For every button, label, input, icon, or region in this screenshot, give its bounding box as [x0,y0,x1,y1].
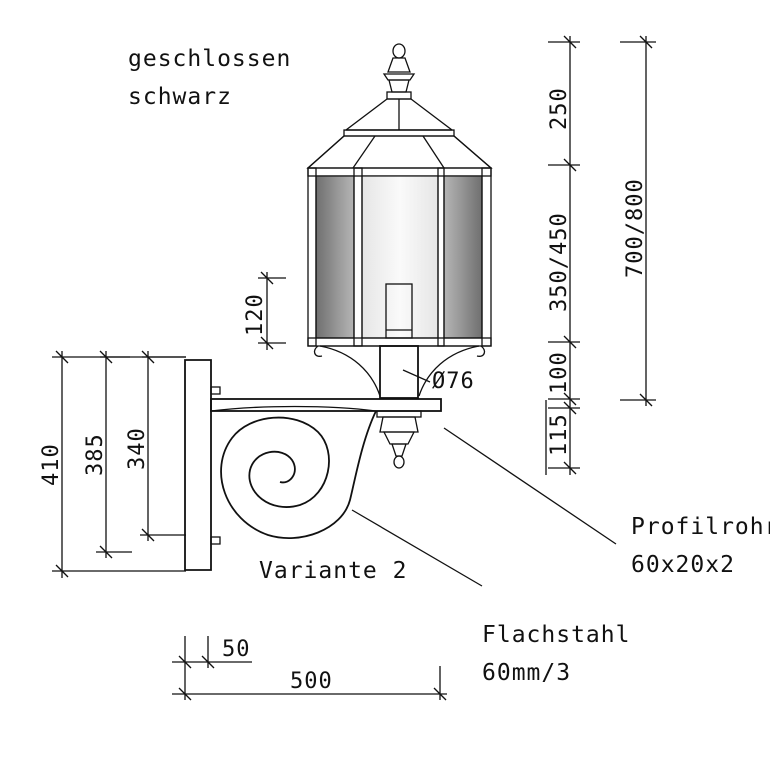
label-flat-name: Flachstahl [482,622,630,648]
wall-bracket [184,359,442,571]
lamp-head [306,43,493,399]
wall-plate [184,359,212,571]
dimension-lines [52,35,656,701]
lamp-roof [306,98,493,169]
glass-body [307,167,492,347]
screw-top [210,386,221,395]
dim-finial: 115 [547,413,572,456]
dim-door: 120 [243,293,268,336]
top-finial [382,43,416,100]
dim-width: 500 [290,669,333,694]
label-profile-name: Profilrohr [631,514,770,540]
label-variant: Variante 2 [259,558,407,584]
dim-pipe-diameter: Ø76 [432,369,475,394]
labels: geschlossen schwarz Variante 2 Profilroh… [39,46,770,694]
dim-plate-410: 410 [39,443,64,486]
screw-bottom [210,536,221,545]
label-color: schwarz [128,84,232,110]
dim-offset: 50 [222,637,251,662]
flat-steel-scroll [220,410,377,539]
dim-plate-340: 340 [125,427,150,470]
dim-plate-385: 385 [83,433,108,476]
profile-arm [210,398,442,412]
dim-base: 100 [547,351,572,394]
dim-total: 700/800 [623,178,648,278]
label-flat-size: 60mm/3 [482,660,571,686]
label-profile-size: 60x20x2 [631,552,735,578]
lamp-base [313,345,486,399]
label-closed: geschlossen [128,46,291,72]
bottom-finial [376,410,422,469]
dim-top: 250 [547,87,572,130]
dim-glass: 350/450 [547,212,572,312]
